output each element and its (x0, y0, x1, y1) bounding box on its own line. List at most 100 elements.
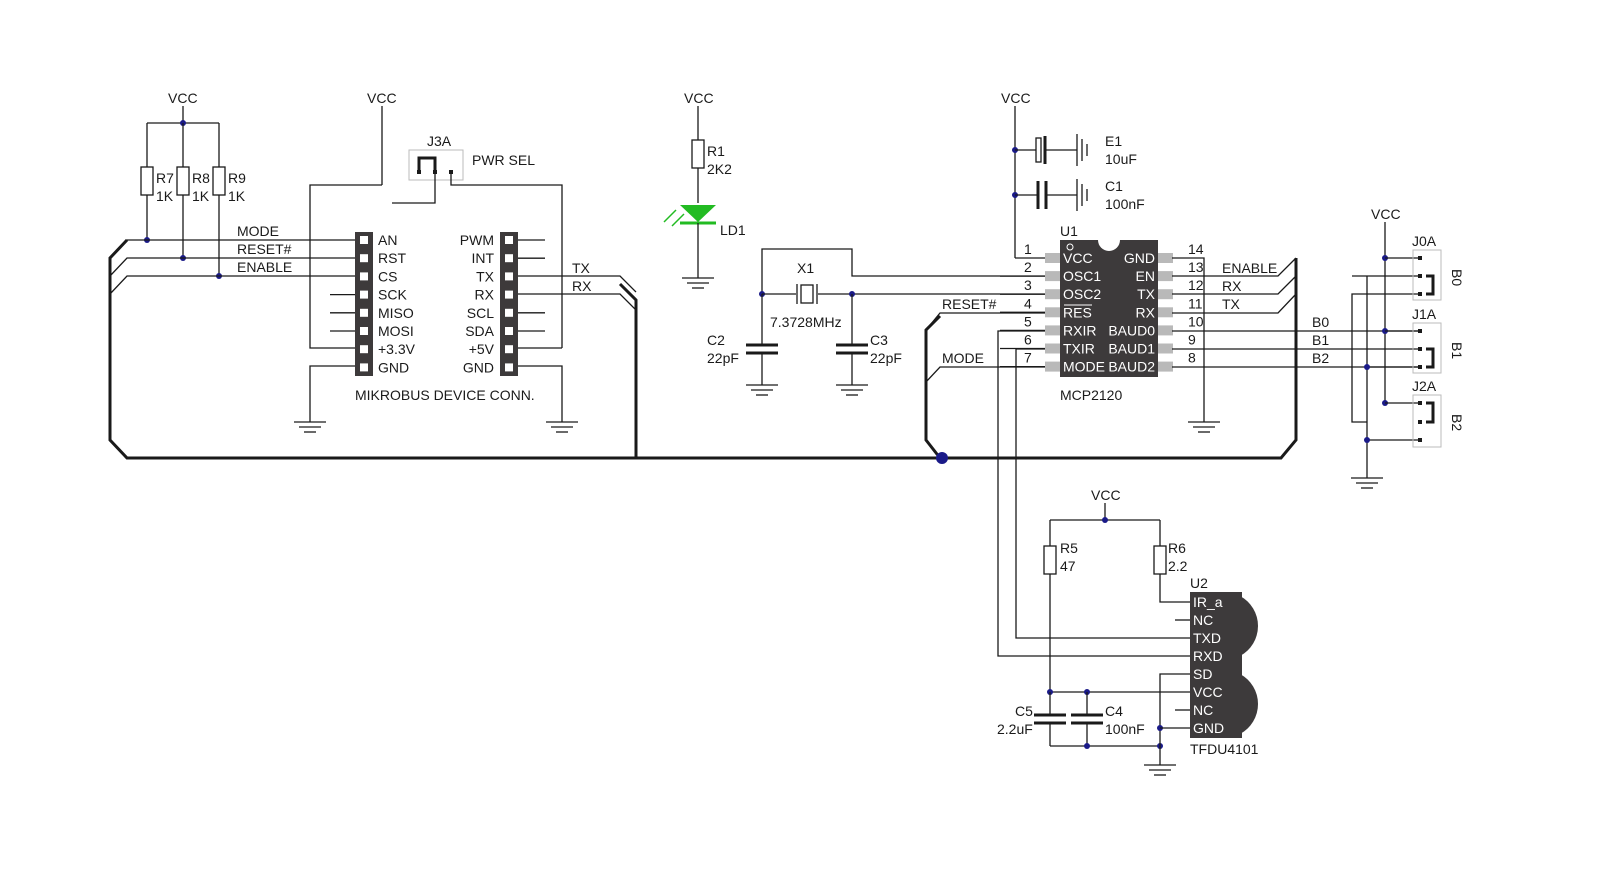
u2-pin-label: TXD (1193, 630, 1221, 646)
u2-body (1190, 592, 1242, 738)
u1-left-pin-label: OSC1 (1063, 268, 1101, 284)
mikrobus-left-pin-label: AN (378, 232, 397, 248)
mikrobus-right-pin-label: INT (471, 250, 494, 266)
mikrobus-left-pin-label: MOSI (378, 323, 414, 339)
led-ray (671, 213, 685, 227)
mikrobus-right-pin-label: SCL (467, 305, 494, 321)
c4-value: 100nF (1105, 721, 1145, 737)
net-b1: B1 (1312, 332, 1329, 348)
u2-pin-label: VCC (1193, 684, 1223, 700)
c1-ref: C1 (1105, 178, 1123, 194)
mikrobus-pin-pad (505, 327, 513, 335)
u1-pin-pad (1045, 253, 1060, 263)
net-tx-right: TX (1222, 296, 1241, 312)
u1-left-pin-number: 6 (1024, 332, 1032, 348)
mikrobus-pin-pad (505, 290, 513, 299)
pwr-sel-label: PWR SEL (472, 152, 535, 168)
net-b2: B2 (1312, 350, 1329, 366)
mikrobus-left-pin-label: +3.3V (378, 341, 416, 357)
u1-pin-pad (1045, 343, 1060, 354)
u1-pin-pad (1158, 271, 1173, 282)
x1-crystal (800, 284, 814, 304)
led-diode-body (680, 205, 716, 222)
u1-right-pin-number: 13 (1188, 259, 1204, 275)
r6-ref: R6 (1168, 540, 1186, 556)
u2-pin-label: GND (1193, 720, 1224, 736)
mikrobus-pin-pad (360, 308, 368, 317)
r6-resistor (1153, 545, 1167, 575)
mikrobus-right-pin-label: TX (476, 268, 495, 284)
u1-right-pin-number: 14 (1188, 241, 1204, 257)
baud-jumpers: VCC J0A B0 J1A B1 (1350, 206, 1465, 489)
r9-ref: R9 (228, 170, 246, 186)
u1-right-pin-label: BAUD0 (1108, 322, 1155, 338)
net-mode-right: MODE (942, 350, 984, 366)
u1-pin-pad (1158, 289, 1173, 300)
mikrobus-pin-pad (505, 363, 513, 372)
u1-part: MCP2120 (1060, 387, 1122, 403)
mikrobus-pin-pad (360, 290, 368, 299)
net-enable-right: ENABLE (1222, 260, 1277, 276)
j1a-ref: J1A (1412, 306, 1437, 322)
u1-right-pin-label: BAUD2 (1108, 359, 1155, 375)
mikrobus-pin-pad (360, 345, 368, 354)
vcc-label: VCC (1091, 487, 1121, 503)
r1-resistor (691, 139, 705, 169)
net-b0: B0 (1312, 314, 1329, 330)
mikrobus-connector: MIKROBUS DEVICE CONN. TX RX ANRSTCSSCKMI… (293, 232, 637, 433)
vcc-label: VCC (684, 90, 714, 106)
u1-left-pin-label: RES (1063, 304, 1092, 320)
vcc-label: VCC (1371, 206, 1401, 222)
mikrobus-left-pin-label: CS (378, 268, 397, 284)
u1-pin-pad (1158, 307, 1173, 318)
u1-left-pin-number: 7 (1024, 350, 1032, 366)
mikrobus-right-pin-label: RX (475, 287, 495, 303)
u1-left-pin-number: 1 (1024, 241, 1032, 257)
mikrobus-pin-pad (360, 236, 368, 244)
j3a-ref: J3A (427, 133, 452, 149)
mikrobus-pin-pad (360, 272, 368, 281)
mikrobus-pin-pad (505, 254, 513, 263)
j2a-ref: J2A (1412, 378, 1437, 394)
net-rx-left: RX (572, 278, 592, 294)
net-mode-left: MODE (237, 223, 279, 239)
mikrobus-left-pin-label: RST (378, 250, 406, 266)
u1-left-pin-number: 3 (1024, 277, 1032, 293)
u1-left-nets: RESET# MODE (925, 296, 1190, 657)
u2-ref: U2 (1190, 575, 1208, 591)
c1-value: 100nF (1105, 196, 1145, 212)
mikrobus-pin-pad (360, 254, 368, 263)
u1-mcp2120: U1 MCP2120 VCC1OSC12OSC23RES4RXIR5TXIR6M… (1000, 223, 1204, 403)
decoupling: VCC E1 10uF C1 100nF (1001, 90, 1145, 259)
mikrobus-right-pin-label: SDA (465, 323, 494, 339)
u1-pin-pad (1045, 325, 1060, 336)
u2-part: TFDU4101 (1190, 741, 1259, 757)
u1-left-pin-label: OSC2 (1063, 286, 1101, 302)
u2-pin-label: SD (1193, 666, 1212, 682)
u1-right-pin-label: EN (1136, 268, 1155, 284)
u1-left-pin-label: TXIR (1063, 341, 1095, 357)
u1-pin-pad (1045, 361, 1060, 372)
u2-pin-label: NC (1193, 702, 1213, 718)
u1-pin-pad (1158, 325, 1173, 336)
mikrobus-left-pin-label: SCK (378, 287, 407, 303)
u2-pin-label: RXD (1193, 648, 1223, 664)
u1-right-pin-number: 9 (1188, 332, 1196, 348)
u1-right-pin-label: GND (1124, 250, 1155, 266)
net-reset-right: RESET# (942, 296, 997, 312)
e1-value: 10uF (1105, 151, 1137, 167)
u1-ref: U1 (1060, 223, 1078, 239)
r8-ref: R8 (192, 170, 210, 186)
u1-right-pin-number: 10 (1188, 313, 1204, 329)
mikrobus-left-header (355, 232, 373, 376)
u1-pin-pad (1158, 253, 1173, 263)
mikrobus-pin-pad (505, 272, 513, 281)
led-ray (663, 209, 677, 223)
e1-capacitor-plate (1035, 137, 1042, 163)
vcc-label: VCC (367, 90, 397, 106)
mikrobus-title: MIKROBUS DEVICE CONN. (355, 387, 535, 403)
vcc-label: VCC (168, 90, 198, 106)
net-reset-left: RESET# (237, 241, 292, 257)
r5-ref: R5 (1060, 540, 1078, 556)
